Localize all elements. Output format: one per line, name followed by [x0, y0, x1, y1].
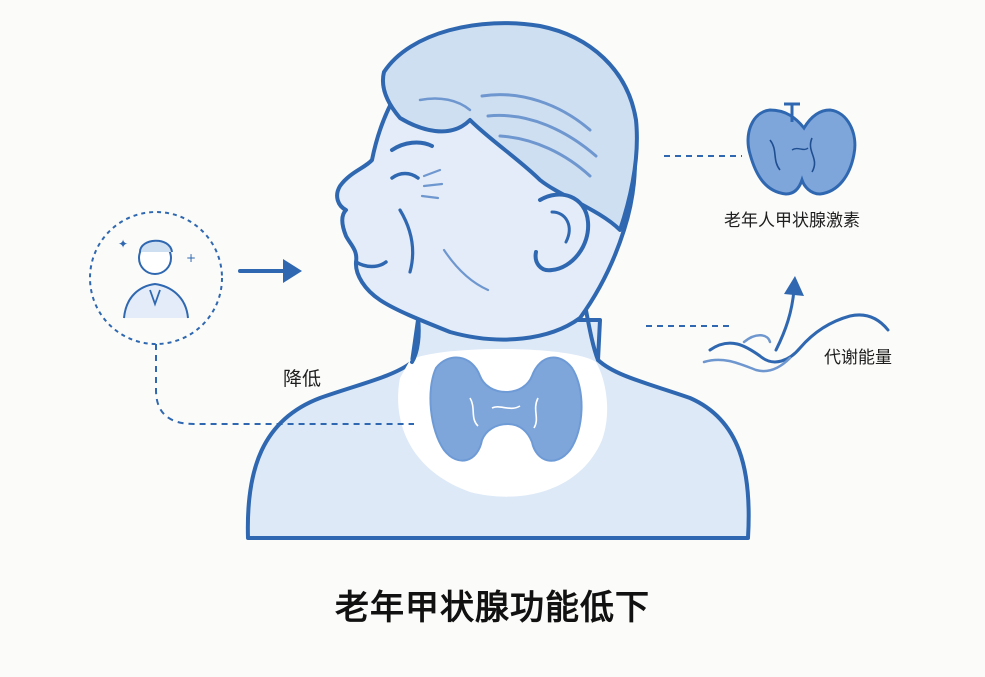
eyebrow	[390, 140, 434, 152]
neck-outline	[410, 316, 421, 364]
ear	[533, 192, 591, 273]
elderly-person-icon: ✦ +	[89, 211, 223, 345]
cheek-line	[398, 208, 415, 274]
eye	[390, 171, 420, 180]
wave-up-arrow-icon	[702, 276, 890, 373]
svg-text:✦: ✦	[118, 237, 128, 251]
thyroid-gland-neck	[429, 356, 583, 462]
label-metabolism: 代谢能量	[824, 348, 892, 368]
page-title: 老年甲状腺功能低下	[335, 588, 650, 628]
right-arrow-icon	[238, 259, 302, 283]
hair	[381, 21, 639, 232]
dashed-connector-left	[155, 344, 414, 425]
mouth	[354, 260, 388, 269]
svg-text:+: +	[186, 251, 196, 265]
thyroid-gland-icon	[746, 102, 857, 196]
label-hormone: 老年人甲状腺激素	[724, 211, 860, 231]
label-reduce: 降低	[283, 368, 322, 390]
